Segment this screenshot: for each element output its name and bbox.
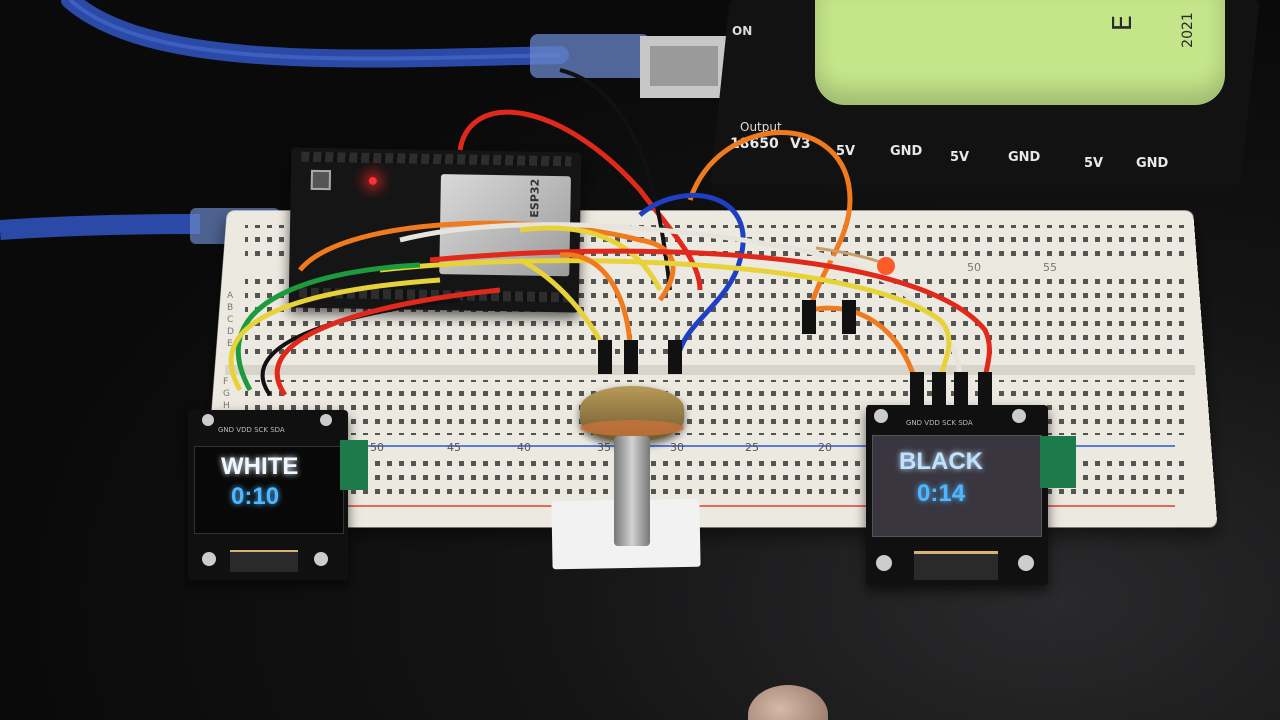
column-number-50: 50 xyxy=(370,441,384,454)
display-right-pin-header: GND VDD SCK SDA xyxy=(906,419,973,427)
column-number-45: 45 xyxy=(447,441,461,454)
display-right: GND VDD SCK SDA BLACK 0:14 xyxy=(866,405,1048,585)
display-left-line1: WHITE xyxy=(221,453,299,480)
pin-label-gnd-3: GND xyxy=(1136,156,1169,171)
display-left-pin-header: GND VDD SCK SDA xyxy=(218,426,285,434)
pin-label-5v-2: 5V xyxy=(950,150,970,165)
column-number-50-top: 50 xyxy=(967,261,981,274)
display-left-screen: WHITE 0:10 xyxy=(194,446,344,534)
pin-label-5v-3: 5V xyxy=(1084,156,1104,171)
display-left: GND VDD SCK SDA WHITE 0:10 xyxy=(188,410,348,580)
row-letter-b: B xyxy=(227,303,234,313)
pin-label-gnd-2: GND xyxy=(1008,150,1041,165)
row-letter-h: H xyxy=(223,401,230,411)
pin-label-gnd-1: GND xyxy=(890,144,923,159)
column-number-30: 30 xyxy=(670,441,684,454)
row-letter-e: E xyxy=(227,339,233,349)
row-letter-d: D xyxy=(227,327,234,337)
row-letter-a: A xyxy=(227,291,234,301)
row-letter-c: C xyxy=(227,315,234,325)
on-label: ON xyxy=(732,24,753,38)
potentiometer xyxy=(550,380,720,580)
display-left-line2: 0:10 xyxy=(231,483,280,510)
pin-label-5v-1: 5V xyxy=(836,144,856,159)
version-label: V3 xyxy=(790,136,811,152)
battery-cell xyxy=(815,0,1225,105)
column-number-20: 20 xyxy=(818,441,832,454)
column-number-25: 25 xyxy=(745,441,759,454)
row-letter-g: G xyxy=(223,389,230,399)
potentiometer-shaft xyxy=(614,436,650,546)
column-number-55-top: 55 xyxy=(1043,261,1057,274)
column-number-40: 40 xyxy=(517,441,531,454)
row-letter-f: F xyxy=(223,377,229,387)
battery-holder: E 2021 ON Output 18650 V3 5V GND 5V GND … xyxy=(700,0,1260,185)
display-right-line1: BLACK xyxy=(899,448,983,475)
display-right-screen: BLACK 0:14 xyxy=(872,435,1042,537)
display-right-line2: 0:14 xyxy=(917,480,966,507)
column-number-35: 35 xyxy=(597,441,611,454)
